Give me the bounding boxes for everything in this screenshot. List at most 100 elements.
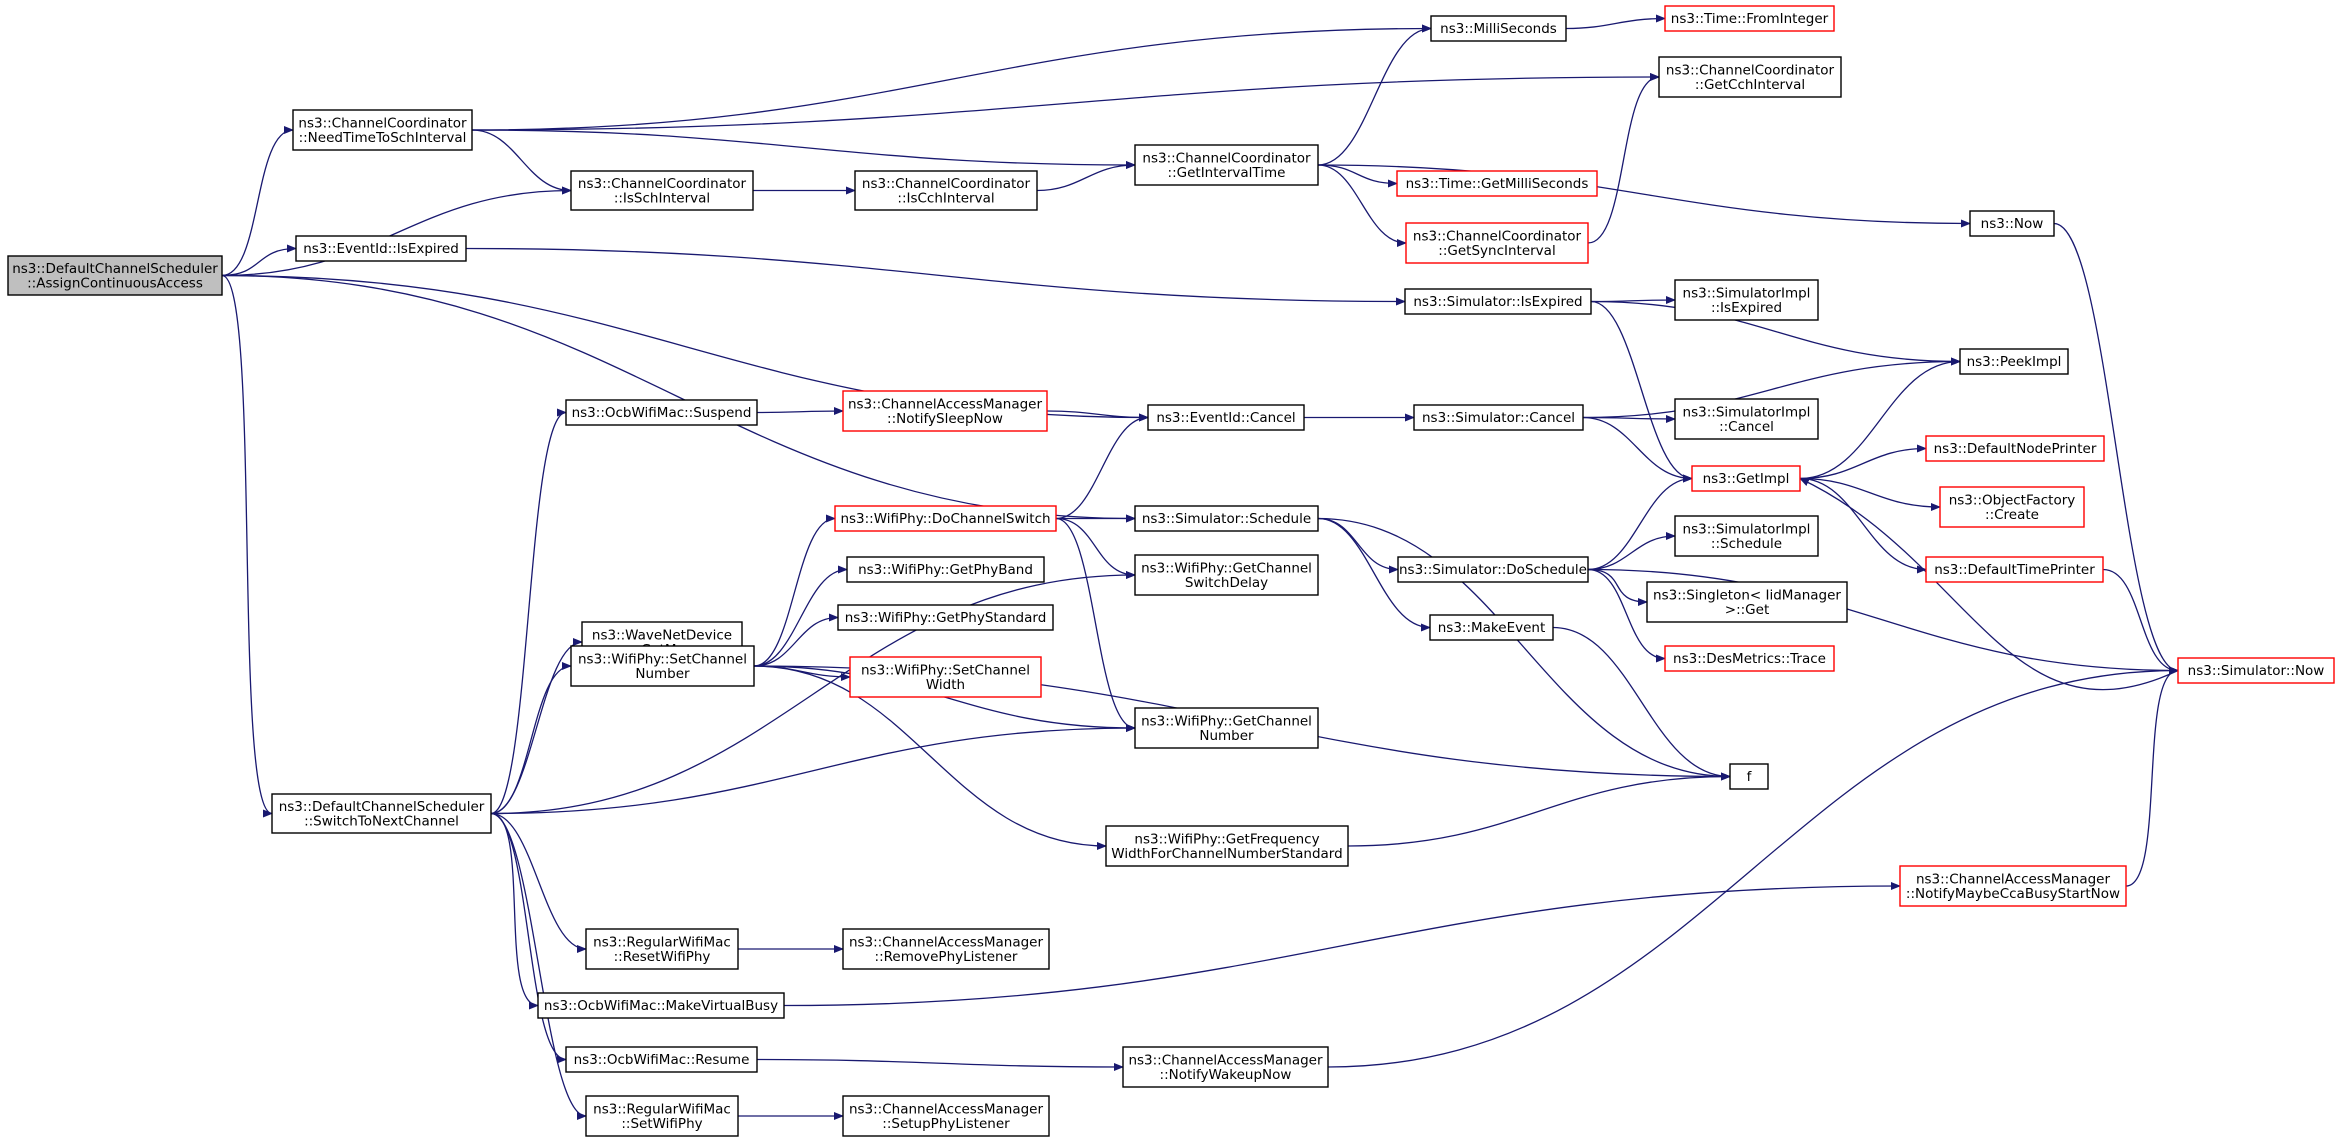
- function-node-simSchedule[interactable]: ns3::Simulator::Schedule: [1134, 505, 1319, 532]
- function-node-doSchedule[interactable]: ns3::Simulator::DoSchedule: [1397, 556, 1589, 583]
- function-node-implSchedule[interactable]: ns3::SimulatorImpl::Schedule: [1674, 515, 1819, 557]
- node-box[interactable]: [565, 1046, 758, 1073]
- function-node-switchNext[interactable]: ns3::DefaultChannelScheduler::SwitchToNe…: [271, 793, 492, 834]
- node-box[interactable]: [834, 505, 1057, 532]
- node-label-line: Number: [1199, 728, 1254, 744]
- node-box[interactable]: [1134, 144, 1319, 186]
- function-node-singleton[interactable]: ns3::Singleton< IidManager >::Get: [1646, 581, 1848, 623]
- function-node-isSch[interactable]: ns3::ChannelCoordinator::IsSchInterval: [570, 170, 754, 211]
- node-box[interactable]: [1404, 288, 1592, 315]
- node-box[interactable]: [1664, 5, 1835, 32]
- function-node-peek[interactable]: ns3::PeekImpl: [1959, 348, 2069, 375]
- node-box[interactable]: [537, 992, 785, 1019]
- node-box[interactable]: [570, 645, 755, 687]
- node-box[interactable]: [1646, 581, 1848, 623]
- node-box[interactable]: [1134, 505, 1319, 532]
- node-box[interactable]: [1134, 554, 1319, 596]
- function-node-evIsExpired[interactable]: ns3::EventId::IsExpired: [295, 235, 467, 262]
- function-node-notifyWakeup[interactable]: ns3::ChannelAccessManager::NotifyWakeupN…: [1122, 1046, 1329, 1088]
- function-node-needTime[interactable]: ns3::ChannelCoordinator::NeedTimeToSchIn…: [292, 109, 473, 151]
- node-box[interactable]: [271, 793, 492, 834]
- node-box[interactable]: [7, 255, 223, 296]
- node-box[interactable]: [1925, 556, 2104, 583]
- function-node-setPhy[interactable]: ns3::RegularWifiMac::SetWifiPhy: [585, 1095, 739, 1137]
- function-node-fromInt[interactable]: ns3::Time::FromInteger: [1664, 5, 1835, 32]
- node-box[interactable]: [1134, 707, 1319, 749]
- node-box[interactable]: [1658, 56, 1842, 98]
- node-box[interactable]: [854, 170, 1038, 211]
- node-box[interactable]: [1405, 222, 1589, 264]
- node-box[interactable]: [1925, 435, 2105, 462]
- function-node-getPhyStd[interactable]: ns3::WifiPhy::GetPhyStandard: [837, 604, 1054, 631]
- node-box[interactable]: [842, 390, 1048, 432]
- function-node-getCch[interactable]: ns3::ChannelCoordinator::GetCchInterval: [1658, 56, 1842, 98]
- node-box[interactable]: [842, 1095, 1050, 1137]
- function-node-simIsExpired[interactable]: ns3::Simulator::IsExpired: [1404, 288, 1592, 315]
- node-box[interactable]: [1899, 865, 2127, 907]
- function-node-root[interactable]: ns3::DefaultChannelScheduler::AssignCont…: [7, 255, 223, 296]
- function-node-getPhyBand[interactable]: ns3::WifiPhy::GetPhyBand: [846, 556, 1045, 583]
- node-box[interactable]: [1674, 515, 1819, 557]
- node-box[interactable]: [1413, 404, 1584, 431]
- function-node-setupListener[interactable]: ns3::ChannelAccessManager::SetupPhyListe…: [842, 1095, 1050, 1137]
- function-node-simNow[interactable]: ns3::Simulator::Now: [2177, 657, 2335, 684]
- node-box[interactable]: [1396, 170, 1598, 197]
- function-node-getSync[interactable]: ns3::ChannelCoordinator::GetSyncInterval: [1405, 222, 1589, 264]
- node-box[interactable]: [1674, 279, 1819, 321]
- node-box[interactable]: [1959, 348, 2069, 375]
- node-box[interactable]: [1105, 825, 1349, 867]
- function-node-milli[interactable]: ns3::MilliSeconds: [1430, 15, 1567, 42]
- node-box[interactable]: [849, 656, 1042, 698]
- function-node-evCancel[interactable]: ns3::EventId::Cancel: [1147, 404, 1305, 431]
- function-node-getMilli[interactable]: ns3::Time::GetMilliSeconds: [1396, 170, 1598, 197]
- call-edge-switchNext-to-waveGetMac: [490, 638, 583, 815]
- node-box[interactable]: [292, 109, 473, 151]
- function-node-defNodePrinter[interactable]: ns3::DefaultNodePrinter: [1925, 435, 2105, 462]
- function-node-makeEvent[interactable]: ns3::MakeEvent: [1429, 614, 1554, 641]
- function-node-notifyCca[interactable]: ns3::ChannelAccessManager::NotifyMaybeCc…: [1899, 865, 2127, 907]
- function-node-doChSwitch[interactable]: ns3::WifiPhy::DoChannelSwitch: [834, 505, 1057, 532]
- node-box[interactable]: [570, 170, 754, 211]
- function-node-now[interactable]: ns3::Now: [1969, 210, 2055, 237]
- function-node-implCancel[interactable]: ns3::SimulatorImpl::Cancel: [1674, 398, 1819, 440]
- function-node-makeVirtBusy[interactable]: ns3::OcbWifiMac::MakeVirtualBusy: [537, 992, 785, 1019]
- function-node-defTimePrinter[interactable]: ns3::DefaultTimePrinter: [1925, 556, 2104, 583]
- node-box[interactable]: [2177, 657, 2335, 684]
- node-box[interactable]: [1939, 486, 2085, 528]
- node-box[interactable]: [842, 928, 1050, 970]
- node-box[interactable]: [1691, 465, 1801, 492]
- function-node-getFreqWidth[interactable]: ns3::WifiPhy::GetFrequencyWidthForChanne…: [1105, 825, 1349, 867]
- node-box[interactable]: [846, 556, 1045, 583]
- function-node-fnode[interactable]: f: [1729, 763, 1769, 790]
- node-box[interactable]: [1147, 404, 1305, 431]
- function-node-suspend[interactable]: ns3::OcbWifiMac::Suspend: [565, 399, 758, 426]
- function-node-isCch[interactable]: ns3::ChannelCoordinator::IsCchInterval: [854, 170, 1038, 211]
- function-node-objCreate[interactable]: ns3::ObjectFactory::Create: [1939, 486, 2085, 528]
- function-node-simCancel[interactable]: ns3::Simulator::Cancel: [1413, 404, 1584, 431]
- node-box[interactable]: [585, 928, 739, 970]
- function-node-notifySleep[interactable]: ns3::ChannelAccessManager::NotifySleepNo…: [842, 390, 1048, 432]
- function-node-resume[interactable]: ns3::OcbWifiMac::Resume: [565, 1046, 758, 1073]
- node-box[interactable]: [837, 604, 1054, 631]
- function-node-desTrace[interactable]: ns3::DesMetrics::Trace: [1664, 645, 1835, 672]
- function-node-removeListener[interactable]: ns3::ChannelAccessManager::RemovePhyList…: [842, 928, 1050, 970]
- node-box[interactable]: [1729, 763, 1769, 790]
- node-box[interactable]: [585, 1095, 739, 1137]
- function-node-implIsExpired[interactable]: ns3::SimulatorImpl::IsExpired: [1674, 279, 1819, 321]
- node-box[interactable]: [1969, 210, 2055, 237]
- node-box[interactable]: [1674, 398, 1819, 440]
- function-node-resetPhy[interactable]: ns3::RegularWifiMac::ResetWifiPhy: [585, 928, 739, 970]
- node-box[interactable]: [1397, 556, 1589, 583]
- node-box[interactable]: [1122, 1046, 1329, 1088]
- node-box[interactable]: [1429, 614, 1554, 641]
- node-box[interactable]: [295, 235, 467, 262]
- node-box[interactable]: [565, 399, 758, 426]
- function-node-getImpl[interactable]: ns3::GetImpl: [1691, 465, 1801, 492]
- node-box[interactable]: [1430, 15, 1567, 42]
- node-box[interactable]: [1664, 645, 1835, 672]
- function-node-getInterval[interactable]: ns3::ChannelCoordinator::GetIntervalTime: [1134, 144, 1319, 186]
